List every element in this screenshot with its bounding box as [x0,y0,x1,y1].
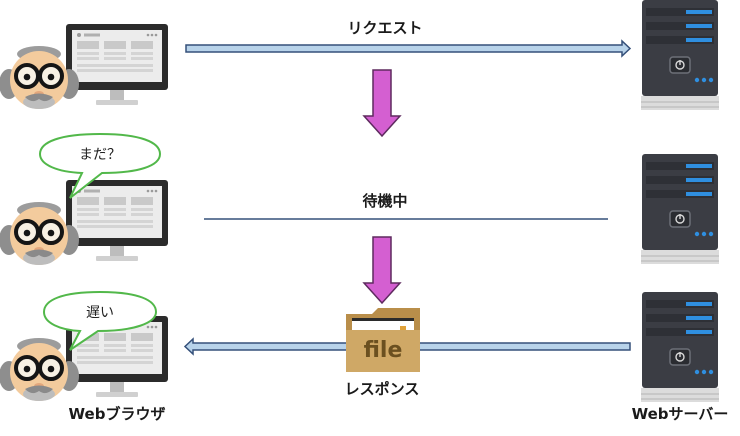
browser-monitor-1 [66,24,168,105]
server-icon-1 [640,0,720,111]
bubble-text-2: 遅い [86,305,114,321]
request-label: リクエスト [347,19,423,37]
server-icon-3 [640,291,720,403]
request-arrow [185,39,632,58]
down-arrow-2 [362,236,402,305]
file-icon-text: file [363,338,403,363]
speech-bubble-2 [42,290,158,351]
file-folder-icon [346,308,420,372]
waiting-label: 待機中 [362,192,408,210]
server-label: Webサーバー [631,405,729,423]
browser-monitor-2 [66,180,168,261]
down-arrow-1 [362,69,402,138]
response-label: レスポンス [344,380,420,398]
bubble-text-1: まだ？ [79,147,121,163]
browser-label: Webブラウザ [68,405,166,423]
speech-bubble-1 [38,132,162,199]
server-icon-2 [640,153,720,265]
